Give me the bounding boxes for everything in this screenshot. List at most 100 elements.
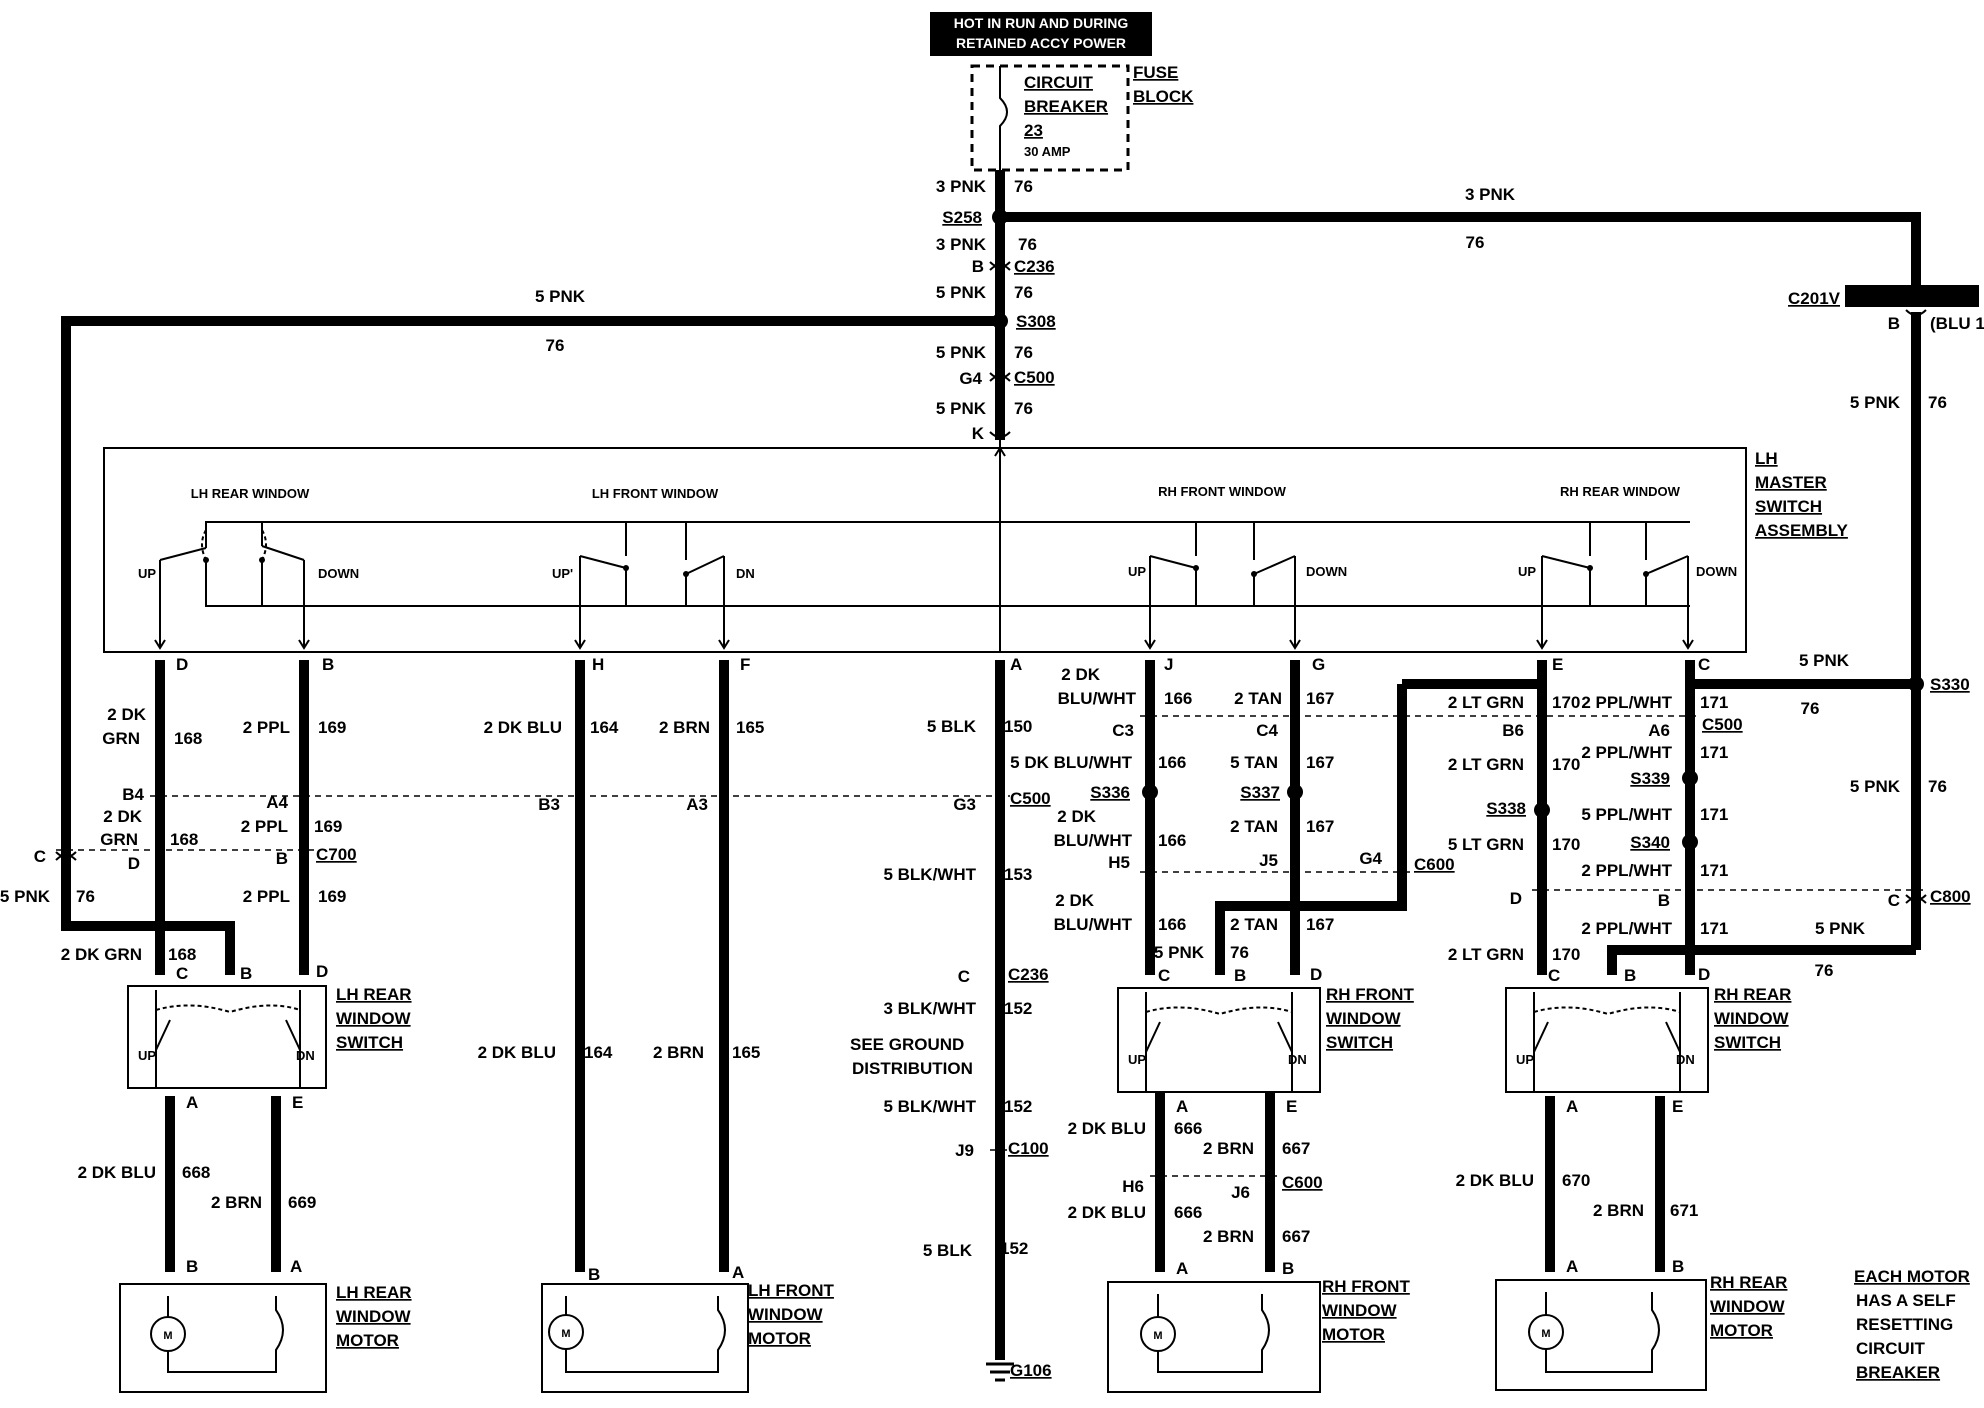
rhr-b6: B6 xyxy=(1502,721,1524,740)
fuse-block-box xyxy=(970,64,1130,172)
right-feed-w-mid: 5 PNK xyxy=(1850,777,1901,796)
left-feed-w-top: 5 PNK xyxy=(535,287,586,306)
rhf-m-b: B xyxy=(1282,1259,1294,1278)
rh-rear-motor-box xyxy=(1495,1279,1707,1391)
right-feed-c800: C800 xyxy=(1930,887,1971,906)
gnd-g106: G106 xyxy=(1010,1361,1052,1380)
rhf-w167b: 5 TAN xyxy=(1230,753,1278,772)
right-feed-c-top: 76 xyxy=(1466,233,1485,252)
rhr-c171d: 171 xyxy=(1700,861,1728,880)
right-feed-w-top: 3 PNK xyxy=(1465,185,1516,204)
master-pin-c: C xyxy=(1698,655,1710,674)
rhf-s337: S337 xyxy=(1240,783,1280,802)
rhf-c166d: 166 xyxy=(1158,915,1186,934)
rhf-sw-pin-c: C xyxy=(1158,966,1170,985)
rhf-c4: C4 xyxy=(1256,721,1278,740)
lhr-w168b: GRN xyxy=(102,729,140,748)
lhr-c668: 668 xyxy=(182,1163,210,1182)
rhr-m-a: A xyxy=(1566,1257,1578,1276)
gnd-w153: 5 BLK/WHT xyxy=(883,865,976,884)
gnd-c152c: 152 xyxy=(1000,1239,1028,1258)
rhr-w170b: 2 LT GRN xyxy=(1448,755,1524,774)
right-feed-c800-pin: C xyxy=(1888,891,1900,910)
splice-s339 xyxy=(1682,770,1698,786)
rhr-c170b: 170 xyxy=(1552,755,1580,774)
rhf-c166c: 166 xyxy=(1158,831,1186,850)
lhf-m-a: A xyxy=(732,1263,744,1282)
lhr-c169c: 169 xyxy=(318,887,346,906)
lhr-c169b: 169 xyxy=(314,817,342,836)
rhf-j5: J5 xyxy=(1259,851,1278,870)
lhr-w168c: 2 DK xyxy=(103,807,142,826)
left-feed-c-top: 76 xyxy=(546,336,565,355)
breaker-label-1: CIRCUIT xyxy=(1024,73,1094,92)
rhf-c3: C3 xyxy=(1112,721,1134,740)
note-line-5: BREAKER xyxy=(1856,1363,1940,1382)
lhf-c165b: 165 xyxy=(732,1043,760,1062)
rhr-m-b: B xyxy=(1672,1257,1684,1276)
left-feed-wire xyxy=(61,316,1000,975)
right-feed-c201v-pin: B xyxy=(1888,314,1900,333)
gnd-w152c: 5 BLK xyxy=(923,1241,973,1260)
gnd-see-2: DISTRIBUTION xyxy=(852,1059,973,1078)
connector-c700-left xyxy=(55,851,77,861)
lh-rear-motor-circuit xyxy=(167,1296,284,1373)
rhf-c600: C600 xyxy=(1414,855,1455,874)
rhr-c170: 170 xyxy=(1552,693,1580,712)
rhf-c167d: 167 xyxy=(1306,915,1334,934)
rhf-sw-dn: DN xyxy=(1288,1052,1307,1067)
lhf-c164b: 164 xyxy=(584,1043,613,1062)
rhf-motor-3: MOTOR xyxy=(1322,1325,1385,1344)
rhf-motor-1: RH FRONT xyxy=(1322,1277,1410,1296)
lhr-m: M xyxy=(163,1330,172,1342)
rh-rear-switch-contacts xyxy=(1533,992,1681,1092)
rh-front-motor-circuit xyxy=(1157,1294,1270,1373)
feed-s258: S258 xyxy=(942,208,982,227)
gnd-w150: 5 BLK xyxy=(927,717,977,736)
feed-c500: C500 xyxy=(1014,368,1055,387)
rhf-w166d: 2 DK xyxy=(1057,807,1096,826)
fuse-block-label-2: BLOCK xyxy=(1133,87,1194,106)
group-rh-front: RH FRONT WINDOW xyxy=(1158,484,1287,499)
right-feed-w-bot: 5 PNK xyxy=(1815,919,1866,938)
feed-c4: 76 xyxy=(1014,343,1033,362)
rhf-c166: 166 xyxy=(1164,689,1192,708)
right-feed-wire-top xyxy=(1000,212,1921,285)
lhr-switch-3: SWITCH xyxy=(336,1033,403,1052)
feed-w1: 3 PNK xyxy=(936,177,987,196)
lhf-w164: 2 DK BLU xyxy=(484,718,562,737)
rhr-c171: 171 xyxy=(1700,693,1728,712)
breaker-label-3: 23 xyxy=(1024,121,1043,140)
master-title-3: SWITCH xyxy=(1755,497,1822,516)
splice-s338 xyxy=(1534,802,1550,818)
rhr-w171b: 2 PPL/WHT xyxy=(1581,743,1672,762)
lhr-w168d: GRN xyxy=(100,830,138,849)
rhf-w166b: BLU/WHT xyxy=(1058,689,1137,708)
right-feed-c201v-color: (BLU 1) xyxy=(1930,314,1984,333)
ground-symbol xyxy=(986,1362,1014,1382)
lhf-a3: A3 xyxy=(686,795,708,814)
lhr-sw-dn: DN xyxy=(296,1048,315,1063)
gnd-c152b: 152 xyxy=(1004,1097,1032,1116)
lhf-c165: 165 xyxy=(736,718,764,737)
master-pin-e: E xyxy=(1552,655,1563,674)
rhr-motor-1: RH REAR xyxy=(1710,1273,1787,1292)
master-up-lhr: UP xyxy=(138,566,156,581)
feed-c5: 76 xyxy=(1014,399,1033,418)
rhr-motor-3: MOTOR xyxy=(1710,1321,1773,1340)
lhf-c164: 164 xyxy=(590,718,619,737)
connector-c201v xyxy=(1845,285,1979,307)
hot-label-line1: HOT IN RUN AND DURING xyxy=(954,15,1129,31)
lhr-pin-a: A xyxy=(186,1093,198,1112)
rhf-j6: J6 xyxy=(1231,1183,1250,1202)
master-output-arrows xyxy=(154,446,1694,650)
rhf-w166f: 2 DK xyxy=(1055,891,1094,910)
lh-front-motor-circuit xyxy=(565,1296,726,1373)
lh-rear-motor-box xyxy=(119,1283,327,1393)
rhr-c500: C500 xyxy=(1702,715,1743,734)
lhr-w169b: 2 PPL xyxy=(241,817,288,836)
rhf-w667b: 2 BRN xyxy=(1203,1227,1254,1246)
master-pin-d: D xyxy=(176,655,188,674)
rhf-c167c: 167 xyxy=(1306,817,1334,836)
